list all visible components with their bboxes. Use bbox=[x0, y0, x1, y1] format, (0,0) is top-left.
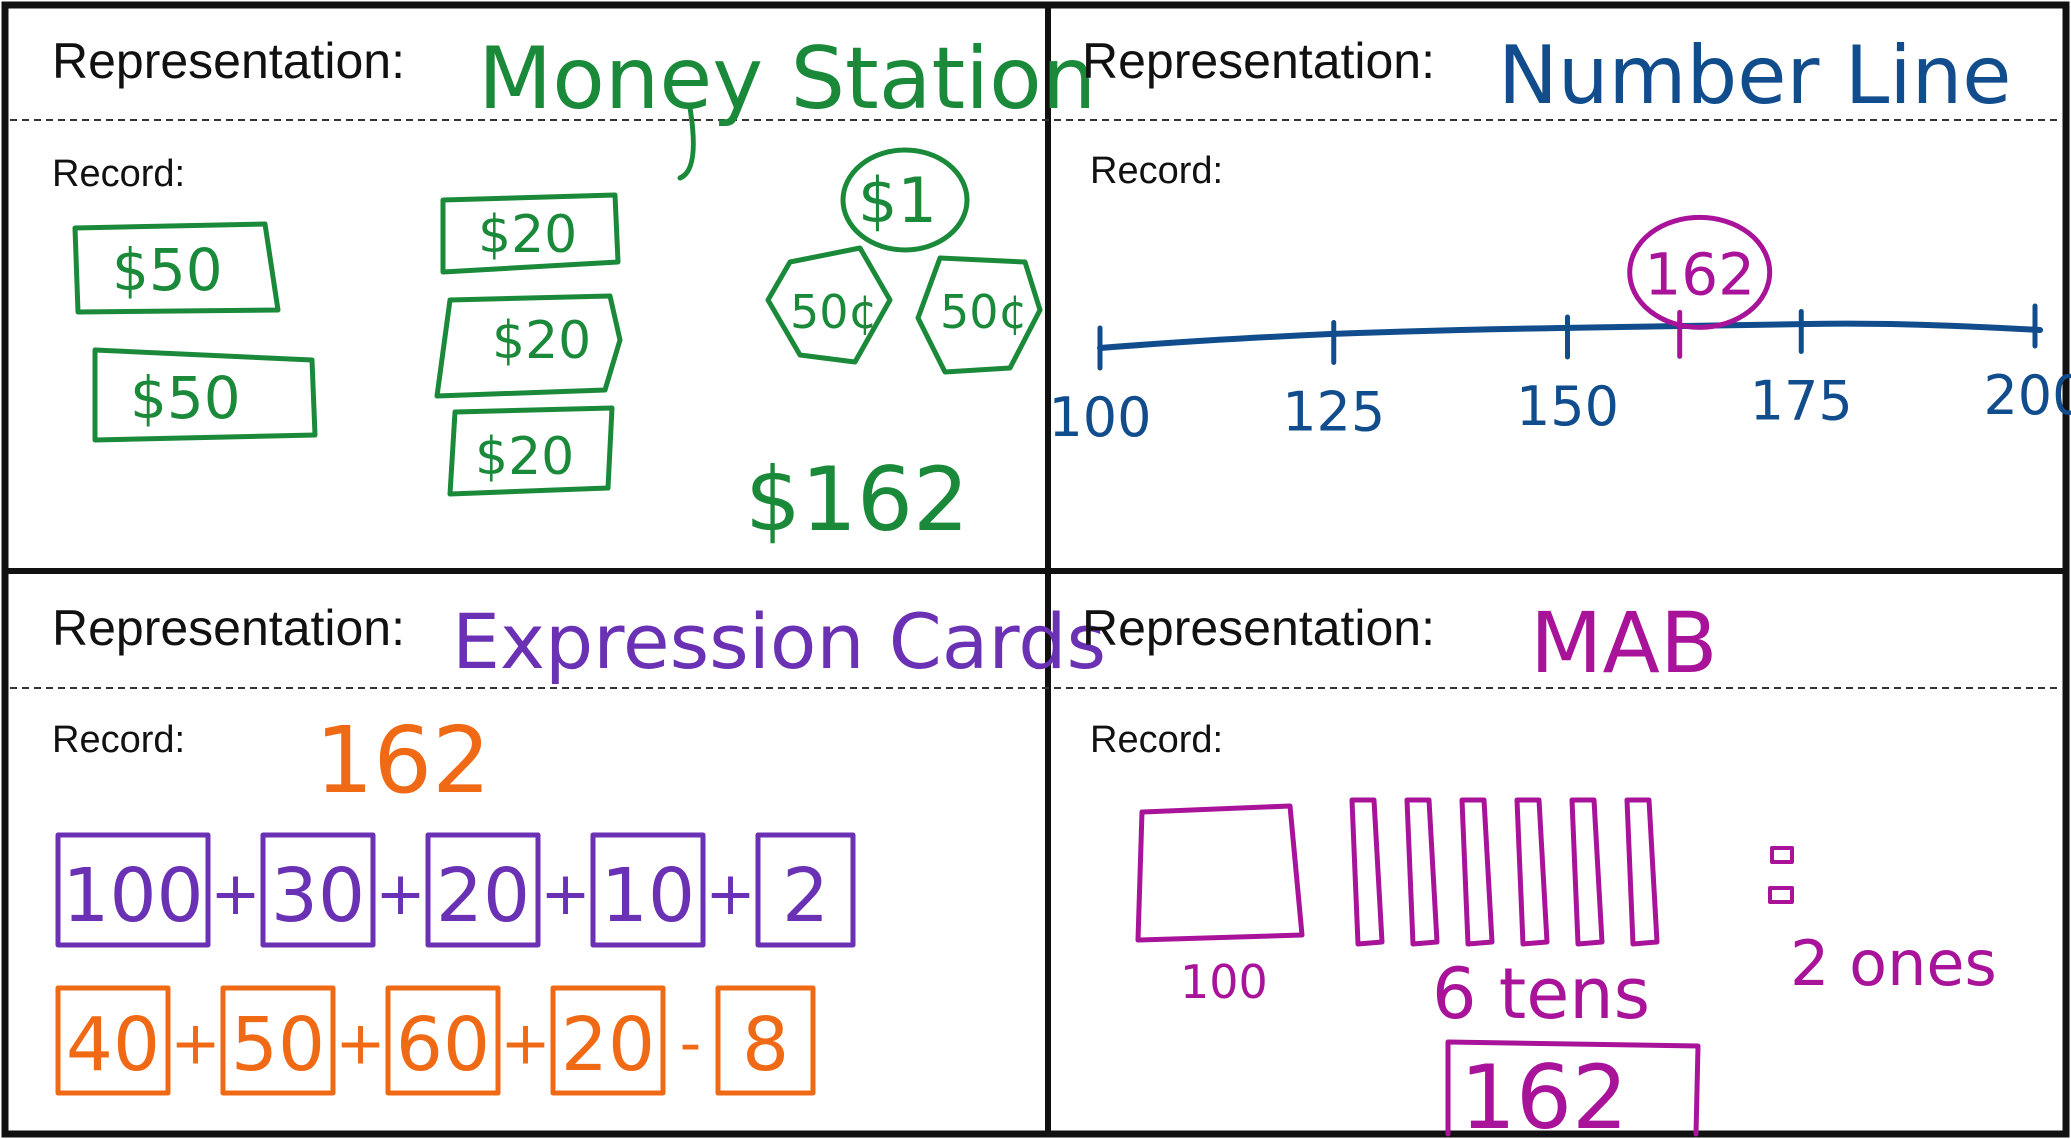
svg-text:50¢: 50¢ bbox=[940, 285, 1028, 339]
ones-label: 2 ones bbox=[1790, 927, 1997, 1000]
svg-text:$50: $50 bbox=[112, 236, 223, 304]
card-value: 10 bbox=[601, 853, 695, 939]
operator: + bbox=[540, 859, 590, 929]
ten-rod bbox=[1624, 797, 1660, 947]
expression-card bbox=[425, 832, 541, 948]
number-line-marker: 162 bbox=[1627, 214, 1773, 359]
svg-text:50¢: 50¢ bbox=[790, 285, 878, 339]
expression-card bbox=[260, 832, 376, 948]
total-box bbox=[1445, 1039, 1701, 1137]
hundreds-label: 100 bbox=[1180, 955, 1268, 1009]
record-label: Record: bbox=[1090, 150, 1223, 192]
expression-card bbox=[55, 985, 171, 1096]
operator: - bbox=[680, 1009, 702, 1079]
card-value: 60 bbox=[396, 1002, 490, 1088]
note-20-a: $20 bbox=[440, 192, 621, 275]
record-label: Record: bbox=[52, 719, 185, 761]
coin-50c-b: 50¢ bbox=[915, 255, 1043, 375]
operator: + bbox=[170, 1009, 220, 1079]
ten-rod bbox=[1404, 797, 1440, 947]
card-value: 20 bbox=[561, 1002, 655, 1088]
card-value: 50 bbox=[231, 1002, 325, 1088]
expression-card bbox=[590, 832, 706, 948]
svg-text:$50: $50 bbox=[130, 364, 241, 432]
coin-50c-a: 50¢ bbox=[765, 245, 893, 365]
card-value: 40 bbox=[66, 1002, 160, 1088]
ten-rod bbox=[1349, 797, 1385, 947]
record-label: Record: bbox=[1090, 719, 1223, 761]
expression-row-1: 100+30+20+10+2 bbox=[55, 832, 856, 948]
coin-1-dollar: $1 bbox=[840, 147, 970, 253]
ten-rods bbox=[1349, 797, 1660, 947]
note-20-c: $20 bbox=[447, 405, 615, 497]
panel-expression-cards: Representation: Record: Expression Cards… bbox=[52, 597, 1106, 1096]
tick-label: 200 bbox=[1983, 364, 2071, 427]
number-line-axis bbox=[1097, 320, 2043, 351]
panel-title: MAB bbox=[1530, 594, 1718, 692]
expression-card bbox=[715, 985, 816, 1096]
expression-card bbox=[550, 985, 666, 1096]
tick-label: 150 bbox=[1516, 375, 1619, 438]
representation-label: Representation: bbox=[52, 33, 405, 89]
expression-card bbox=[385, 985, 501, 1096]
operator: + bbox=[705, 859, 755, 929]
one-cube-a bbox=[1770, 846, 1794, 864]
money-total: $162 bbox=[745, 448, 969, 551]
tick-label: 175 bbox=[1750, 370, 1853, 433]
operator: + bbox=[210, 859, 260, 929]
note-20-b: $20 bbox=[434, 293, 623, 399]
marker-value: 162 bbox=[1644, 240, 1755, 308]
svg-text:$20: $20 bbox=[475, 427, 574, 487]
note-50-b: $50 bbox=[92, 347, 318, 443]
expression-card bbox=[755, 832, 856, 948]
card-value: 30 bbox=[271, 853, 365, 939]
expression-card bbox=[220, 985, 336, 1096]
ten-rod bbox=[1514, 797, 1550, 947]
representation-label: Representation: bbox=[52, 600, 405, 656]
one-cube-b bbox=[1768, 886, 1794, 904]
panel-title: Number Line bbox=[1498, 29, 2012, 122]
svg-text:$20: $20 bbox=[478, 205, 577, 265]
ten-rod bbox=[1459, 797, 1495, 947]
operator: + bbox=[335, 1009, 385, 1079]
svg-text:$1: $1 bbox=[858, 164, 937, 237]
tick-label: 125 bbox=[1282, 381, 1385, 444]
mab-total: 162 bbox=[1460, 1046, 1628, 1139]
svg-text:$20: $20 bbox=[492, 311, 591, 371]
title-tail-stroke bbox=[677, 105, 696, 181]
panel-money-station: Representation: Record: Money Station $5… bbox=[52, 29, 1096, 551]
number-line-ticks: 100 125 150 175 200 bbox=[1048, 303, 2071, 449]
expression-card bbox=[55, 832, 211, 948]
card-value: 20 bbox=[436, 853, 530, 939]
note-50-a: $50 bbox=[72, 221, 281, 315]
record-label: Record: bbox=[52, 153, 185, 195]
ten-rod bbox=[1569, 797, 1605, 947]
card-value: 8 bbox=[742, 1002, 789, 1088]
operator: + bbox=[500, 1009, 550, 1079]
target-number: 162 bbox=[315, 707, 491, 814]
hundred-flat bbox=[1135, 803, 1305, 943]
card-value: 100 bbox=[62, 853, 203, 939]
representation-label: Representation: bbox=[1082, 600, 1435, 656]
tens-label: 6 tens bbox=[1432, 953, 1650, 1035]
panel-title: Expression Cards bbox=[452, 597, 1106, 686]
tick-label: 100 bbox=[1048, 386, 1151, 449]
expression-row-2: 40+50+60+20-8 bbox=[55, 985, 816, 1096]
operator: + bbox=[375, 859, 425, 929]
panel-mab: Representation: Record: MAB 100 6 tens 2… bbox=[1082, 594, 1997, 1139]
marker-circle bbox=[1627, 214, 1773, 330]
panel-title: Money Station bbox=[478, 29, 1096, 129]
representation-label: Representation: bbox=[1082, 33, 1435, 89]
card-value: 2 bbox=[782, 853, 829, 939]
